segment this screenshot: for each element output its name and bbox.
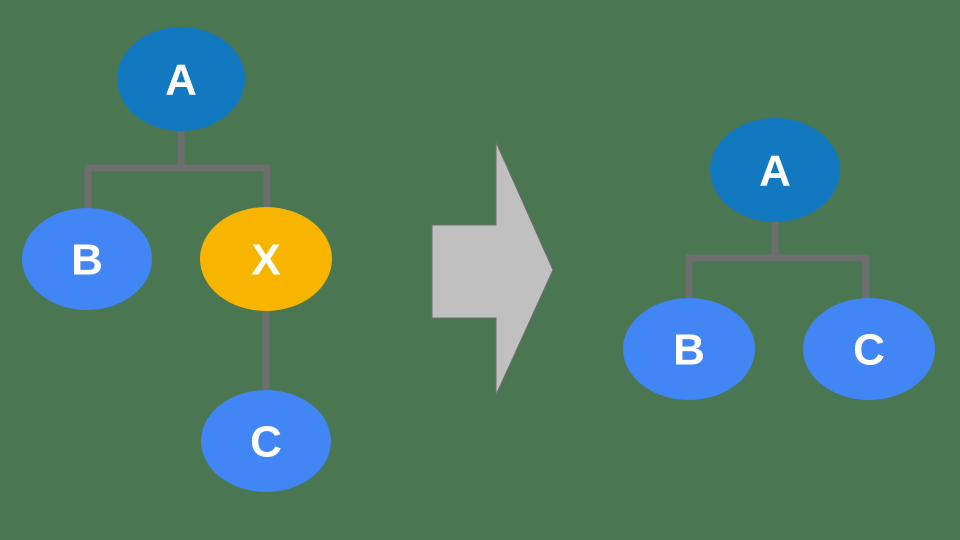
node-shape	[200, 207, 332, 311]
node-after-a[interactable]: A	[710, 118, 840, 222]
node-before-c[interactable]: C	[201, 390, 331, 492]
node-shape	[803, 298, 935, 400]
node-before-b[interactable]: B	[22, 208, 152, 310]
node-shape	[117, 27, 245, 131]
node-shape	[710, 118, 840, 222]
node-shape	[22, 208, 152, 310]
after-tree: A B C	[623, 118, 935, 400]
node-before-x-highlighted[interactable]: X	[200, 207, 332, 311]
node-shape	[623, 298, 755, 400]
after-tree-connectors	[685, 219, 870, 302]
node-after-b[interactable]: B	[623, 298, 755, 400]
node-after-c[interactable]: C	[803, 298, 935, 400]
node-shape	[201, 390, 331, 492]
before-tree-connectors	[84, 128, 271, 394]
transform-arrow-icon	[431, 141, 554, 396]
node-before-a[interactable]: A	[117, 27, 245, 131]
